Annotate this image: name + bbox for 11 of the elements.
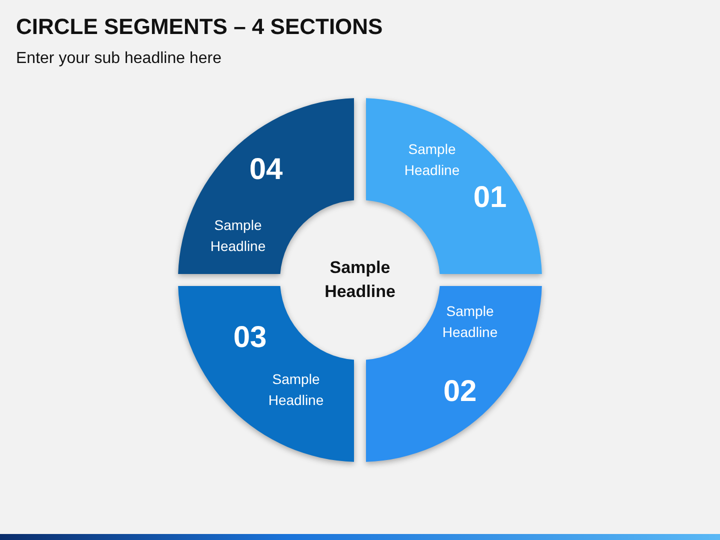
subtitle: Enter your sub headline here bbox=[16, 50, 222, 68]
segment-headline: Sample Headline bbox=[267, 370, 325, 410]
segment-headline: Sample Headline bbox=[209, 216, 267, 256]
segment-number: 02 bbox=[443, 375, 477, 409]
segment-headline: Sample Headline bbox=[441, 302, 499, 342]
segment-number: 03 bbox=[233, 321, 267, 355]
title: CIRCLE SEGMENTS – 4 SECTIONS bbox=[16, 14, 383, 40]
center-headline: Sample Headline bbox=[324, 257, 396, 303]
segment-headline: Sample Headline bbox=[403, 140, 461, 180]
segment-number: 04 bbox=[249, 153, 283, 187]
segment-number: 01 bbox=[473, 181, 507, 215]
